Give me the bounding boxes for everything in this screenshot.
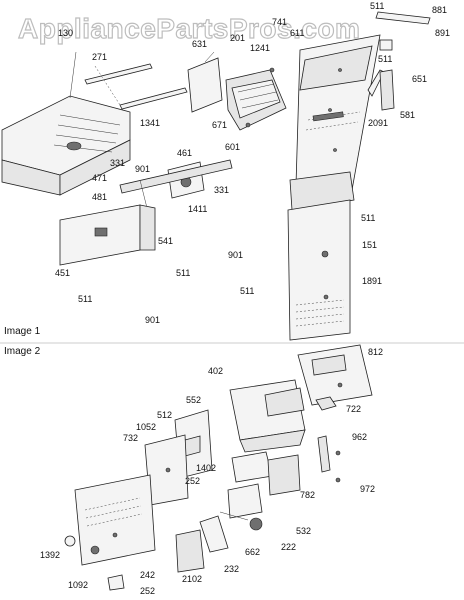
rod-722-part	[315, 396, 341, 483]
callout: 402	[208, 366, 223, 376]
callout: 741	[272, 17, 287, 27]
callout: 511	[370, 1, 384, 11]
back-panel-part	[295, 34, 381, 191]
callout: 1891	[362, 276, 382, 286]
callout: 581	[400, 110, 415, 120]
callout: 130	[58, 28, 73, 38]
callout: 662	[245, 547, 260, 557]
dispenser-motor-part	[187, 51, 287, 131]
callout: 881	[432, 5, 447, 15]
callout: 1241	[250, 43, 270, 53]
cover-part	[59, 204, 156, 266]
callout: 541	[158, 236, 173, 246]
callout: 511	[176, 268, 190, 278]
callout: 1052	[136, 422, 156, 432]
lower-panel-part	[287, 171, 355, 341]
callout: 511	[378, 54, 392, 64]
section-caption-2: Image 2	[4, 346, 41, 357]
callout: 732	[123, 433, 138, 443]
callout: 512	[157, 410, 172, 420]
callout: 812	[368, 347, 383, 357]
callout: 1392	[40, 550, 60, 560]
callout: 2102	[182, 574, 202, 584]
knob-1392-part	[64, 535, 100, 555]
callout: 651	[412, 74, 427, 84]
callout: 232	[224, 564, 239, 574]
callout: 601	[225, 142, 240, 152]
housing-402-part	[229, 379, 306, 453]
callout: 471	[92, 173, 107, 183]
watermark: AppliancePartsPros.com	[17, 12, 360, 44]
callout: 2091	[368, 118, 388, 128]
callout: 222	[281, 542, 296, 552]
callout: 151	[362, 240, 377, 250]
callout: 242	[140, 570, 155, 580]
callout: 962	[352, 432, 367, 442]
actuator-532-part	[219, 451, 301, 531]
callout: 901	[145, 315, 160, 325]
bracket-812-part	[297, 344, 373, 406]
callout: 722	[346, 404, 361, 414]
callout: 671	[212, 120, 227, 130]
callout: 481	[92, 192, 107, 202]
callout: 1341	[140, 118, 160, 128]
callout: 782	[300, 490, 315, 500]
callout: 552	[186, 395, 201, 405]
callout: 331	[110, 158, 125, 168]
watermark-text: AppliancePartsPros.com	[18, 13, 360, 44]
callout: 631	[192, 39, 207, 49]
callout: 901	[228, 250, 243, 260]
callout: 1092	[68, 580, 88, 590]
callout: 611	[290, 28, 304, 38]
bracket-1092-part	[107, 574, 125, 591]
callout: 511	[361, 213, 375, 223]
callout: 1411	[188, 204, 207, 214]
callout: 511	[240, 286, 254, 296]
callout: 972	[360, 484, 375, 494]
callout: 331	[214, 185, 229, 195]
callout: 532	[296, 526, 311, 536]
bracket-part	[119, 159, 233, 221]
bezel-242-part	[74, 474, 156, 566]
callout: 891	[435, 28, 450, 38]
callout: 451	[55, 268, 70, 278]
callout: 252	[185, 476, 200, 486]
callout: 271	[92, 52, 107, 62]
callout: 511	[78, 294, 92, 304]
callout: 252	[140, 586, 155, 596]
callout: 901	[135, 164, 150, 174]
section-caption-1: Image 1	[4, 326, 41, 337]
callout: 461	[177, 148, 192, 158]
trim-bar-part	[367, 11, 431, 111]
left-housing-part	[1, 51, 131, 196]
lever-232-part	[175, 515, 229, 573]
rail-part	[84, 63, 188, 110]
callout: 201	[230, 33, 245, 43]
callout: 1402	[196, 463, 216, 473]
